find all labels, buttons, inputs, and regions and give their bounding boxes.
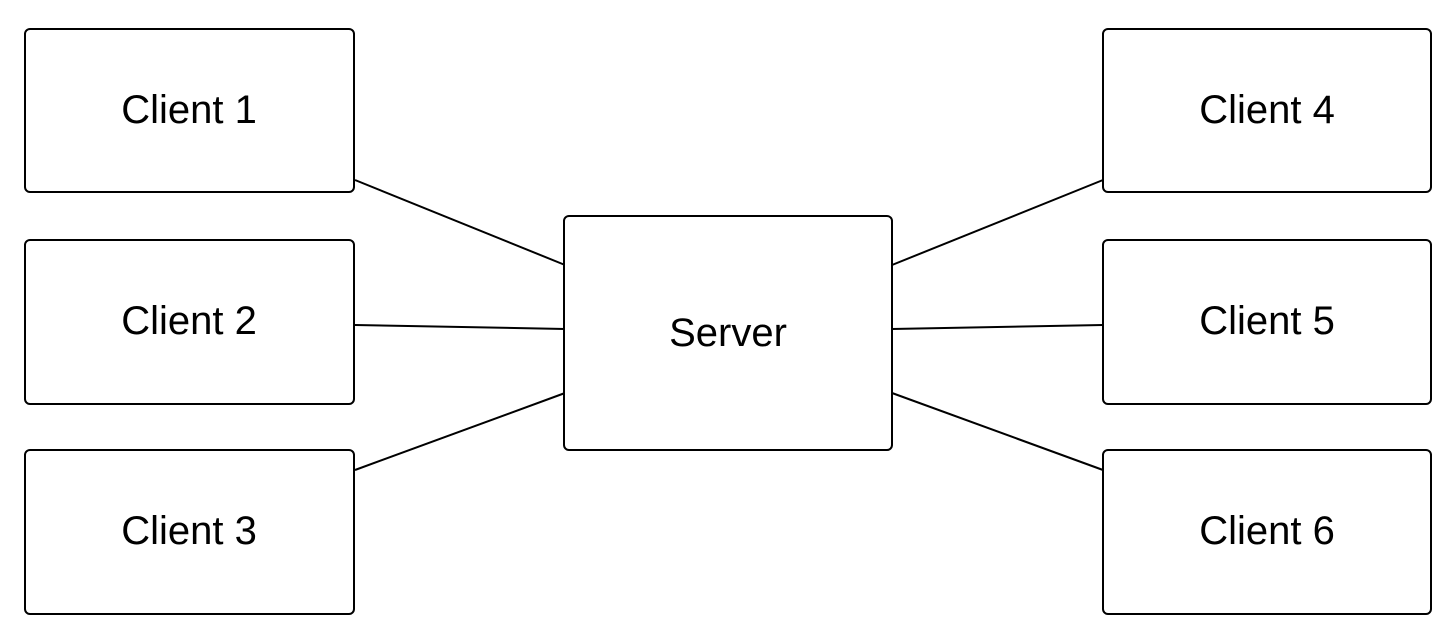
edge-client-2-server: [354, 324, 566, 330]
client-4-box: Client 4: [1102, 28, 1432, 193]
edge-client-5-server: [891, 324, 1104, 330]
client-3-label: Client 3: [121, 509, 257, 553]
client-5-label: Client 5: [1199, 299, 1335, 343]
client-6-label: Client 6: [1199, 509, 1335, 553]
client-6-box: Client 6: [1102, 449, 1432, 615]
client-1-label: Client 1: [121, 88, 257, 132]
client-4-label: Client 4: [1199, 88, 1335, 132]
client-3-box: Client 3: [24, 449, 355, 615]
client-2-label: Client 2: [121, 299, 257, 343]
server-box: Server: [563, 215, 893, 451]
edge-client-1-server: [354, 179, 566, 266]
client-2-box: Client 2: [24, 239, 355, 405]
client-1-box: Client 1: [24, 28, 355, 193]
server-label: Server: [669, 311, 787, 355]
edge-client-4-server: [891, 179, 1104, 266]
client-5-box: Client 5: [1102, 239, 1432, 405]
edge-client-6-server: [891, 392, 1104, 471]
edge-client-3-server: [354, 392, 566, 471]
